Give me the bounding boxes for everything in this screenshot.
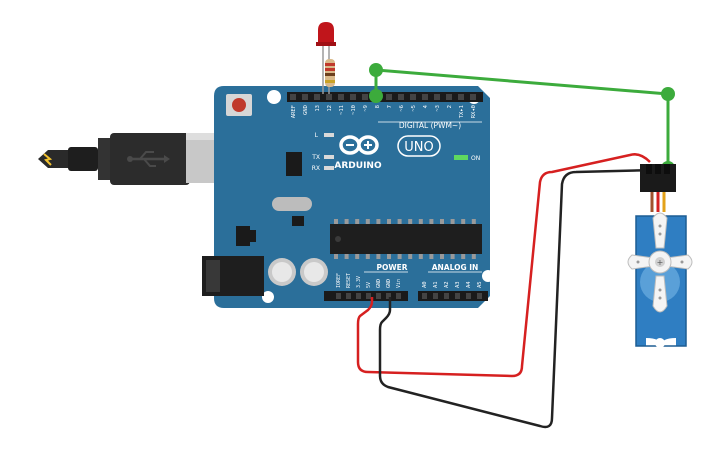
digital-pin-label: 13	[315, 105, 321, 112]
power-pin-label: 3.3V	[356, 276, 362, 288]
analog-pin-label: A0	[422, 281, 428, 288]
analog-pin-label: A2	[444, 281, 450, 288]
digital-label: DIGITAL (PWM~)	[399, 121, 461, 130]
capacitor	[300, 258, 328, 286]
digital-pin-label: AREF	[291, 105, 297, 118]
power-wire[interactable]	[356, 153, 651, 378]
header-socket[interactable]	[410, 94, 416, 100]
header-socket[interactable]	[422, 293, 427, 299]
led-l	[324, 133, 334, 137]
led-tx	[324, 155, 334, 159]
digital-pin-label: ~10	[351, 105, 357, 115]
header-socket[interactable]	[386, 293, 391, 299]
power-pin-label: GND	[386, 279, 392, 288]
header-socket[interactable]	[376, 293, 381, 299]
red-led[interactable]	[316, 22, 336, 94]
digital-pin-label: ~5	[411, 105, 417, 112]
header-socket[interactable]	[356, 293, 361, 299]
microcontroller-chip	[330, 219, 482, 259]
header-socket[interactable]	[470, 94, 476, 100]
reset-button[interactable]	[226, 94, 252, 116]
power-pin-label: GND	[376, 279, 382, 288]
power-led	[454, 155, 468, 160]
resistor[interactable]	[325, 56, 335, 94]
usb-icon	[127, 151, 170, 167]
header-socket[interactable]	[350, 94, 356, 100]
header-socket[interactable]	[326, 94, 332, 100]
analog-pin-label: A1	[433, 281, 439, 288]
digital-pin-label: 2	[447, 105, 453, 108]
header-socket[interactable]	[366, 293, 371, 299]
power-pin-label: RESET	[346, 273, 352, 288]
header-socket[interactable]	[477, 293, 482, 299]
header-socket[interactable]	[455, 293, 460, 299]
power-pin-label: IOREF	[336, 273, 342, 288]
digital-header[interactable]	[287, 92, 483, 102]
header-socket[interactable]	[314, 94, 320, 100]
header-socket[interactable]	[458, 94, 464, 100]
header-socket[interactable]	[422, 94, 428, 100]
led-rx	[324, 166, 334, 170]
on-label: ON	[471, 155, 480, 162]
capacitor	[268, 258, 296, 286]
header-socket[interactable]	[362, 94, 368, 100]
header-socket[interactable]	[346, 293, 351, 299]
header-socket[interactable]	[466, 293, 471, 299]
led-rx-label: RX	[312, 165, 320, 172]
header-socket[interactable]	[398, 94, 404, 100]
led-tx-label: TX	[311, 154, 320, 161]
header-socket[interactable]	[302, 94, 308, 100]
power-pin-label: Vin	[396, 279, 402, 288]
wire-joint[interactable]	[369, 63, 383, 77]
digital-pin-label: ~9	[363, 105, 369, 112]
led-l-label: L	[315, 132, 319, 139]
digital-pin-label: ~11	[339, 105, 345, 115]
digital-pin-label: GND	[303, 105, 309, 115]
power-label: POWER	[376, 263, 407, 272]
header-socket[interactable]	[338, 94, 344, 100]
power-jack[interactable]	[202, 256, 264, 296]
digital-pin-label: ~6	[399, 105, 405, 112]
header-socket[interactable]	[446, 94, 452, 100]
digital-pin-label: TX▸1	[459, 105, 465, 118]
usb-chip	[286, 152, 302, 176]
analog-label: ANALOG IN	[432, 263, 479, 272]
model-label: UNO	[404, 140, 433, 155]
digital-pin-label: ~3	[435, 105, 441, 112]
smd-chip	[292, 216, 304, 226]
analog-pin-label: A4	[466, 281, 472, 288]
mounting-hole	[267, 90, 281, 104]
header-socket[interactable]	[433, 293, 438, 299]
brand-label: ARDUINO	[334, 161, 382, 171]
analog-pin-label: A5	[477, 281, 483, 288]
wire-joint[interactable]	[369, 89, 383, 103]
power-pin-label: 5V	[366, 282, 372, 288]
analog-pin-label: A3	[455, 281, 461, 288]
header-socket[interactable]	[444, 293, 449, 299]
crystal	[272, 197, 312, 211]
arduino-board[interactable]: L TX RX ARDUINO UNO ON AREF GND 13 12 ~11 ~10…	[202, 86, 494, 308]
digital-pin-label: 4	[423, 104, 429, 108]
header-socket[interactable]	[434, 94, 440, 100]
digital-pin-label: 12	[327, 105, 333, 112]
servo-horn[interactable]: +	[627, 212, 693, 313]
mounting-hole	[482, 270, 494, 282]
arduino-logo-icon	[339, 135, 379, 155]
digital-pin-label: RX◂0	[471, 105, 477, 118]
wire-joint[interactable]	[661, 87, 675, 101]
analog-header[interactable]	[418, 291, 488, 301]
regulator	[236, 226, 250, 246]
header-socket[interactable]	[336, 293, 341, 299]
header-socket[interactable]	[396, 293, 401, 299]
model-badge: UNO	[397, 135, 441, 157]
ground-wire[interactable]	[378, 168, 657, 429]
header-socket[interactable]	[290, 94, 296, 100]
digital-pin-label: 7	[387, 105, 393, 108]
digital-pin-label: 8	[375, 105, 381, 108]
mounting-hole	[262, 291, 274, 303]
plus-icon: +	[657, 258, 664, 267]
servo-motor[interactable]: +	[627, 164, 693, 348]
header-socket[interactable]	[386, 94, 392, 100]
